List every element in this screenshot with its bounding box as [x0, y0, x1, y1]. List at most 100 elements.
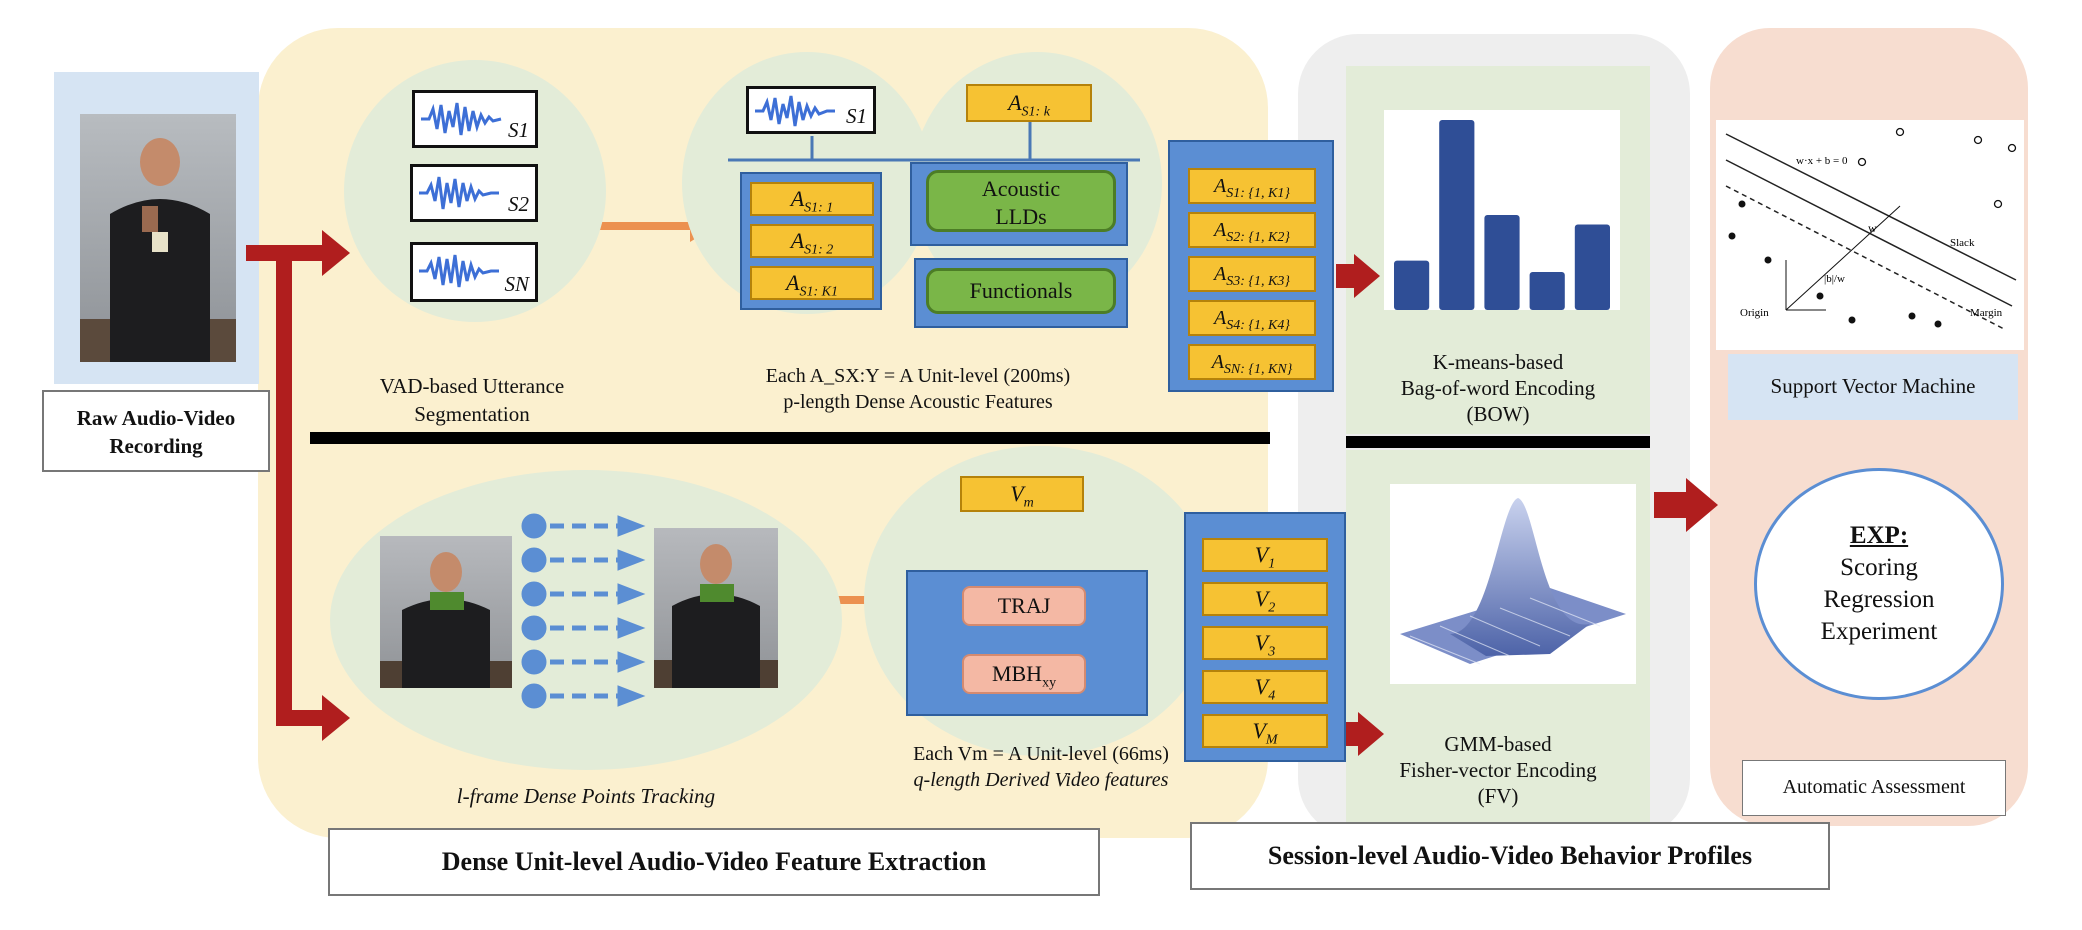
session-v-m-base: V	[1252, 718, 1266, 743]
bow-bar	[1394, 260, 1430, 310]
session-a-3-sub: S3: {1, K3}	[1226, 274, 1290, 289]
footer-right-label: Session-level Audio-Video Behavior Profi…	[1190, 822, 1830, 890]
bow-bars	[1394, 120, 1610, 310]
vm-label-sub: m	[1023, 495, 1034, 511]
bow-bar	[1439, 120, 1475, 310]
svm-plot: w·x + b = 0 w Slack Origin Margin |b|/w	[1716, 120, 2024, 350]
session-v-2-base: V	[1254, 586, 1269, 611]
video-desc-2: q-length Derived Video features	[913, 769, 1169, 791]
bow-histogram	[1384, 110, 1620, 310]
a-unit-k1: AS1: K1	[750, 266, 874, 300]
session-a-1-base: A	[1214, 175, 1227, 197]
svm-label-bg	[1728, 354, 2018, 420]
a-unit-2: AS1: 2	[750, 224, 874, 258]
unit-segment-s1: S1	[746, 86, 876, 134]
footer-left-label: Dense Unit-level Audio-Video Feature Ext…	[328, 828, 1100, 896]
raw-recording-label: Raw Audio-Video Recording	[42, 390, 270, 472]
vm-label: Vm	[960, 476, 1084, 512]
dense-point-tracks	[521, 513, 646, 709]
session-v-m-sub: M	[1265, 732, 1278, 748]
session-v-1-base: V	[1254, 542, 1269, 567]
session-v-m: VM	[1202, 714, 1328, 748]
svm-margin: Margin	[1970, 307, 2003, 319]
session-v-4: V4	[1202, 670, 1328, 704]
frame-end	[654, 528, 778, 688]
session-v-1: V1	[1202, 538, 1328, 572]
segment-s1: S1	[412, 90, 538, 148]
session-v-4-sub: 4	[1268, 688, 1276, 704]
session-v-2-sub: 2	[1268, 600, 1276, 616]
exp-title: EXP:	[1849, 522, 1909, 549]
session-v-2: V2	[1202, 582, 1328, 616]
bow-bar	[1529, 272, 1565, 310]
a-unit-2-base: A	[790, 228, 805, 253]
bow-caption-1: K-means-based	[1432, 350, 1564, 374]
ask-label: AS1: k	[966, 84, 1092, 122]
fv-caption-3: (FV)	[1477, 784, 1519, 808]
automatic-assessment-label: Automatic Assessment	[1742, 760, 2006, 816]
session-a-n: ASN: {1, KN}	[1188, 344, 1316, 380]
segment-s2-label: S2	[508, 192, 529, 216]
mbh-descriptor: MBHxy	[962, 654, 1086, 694]
session-v-4-base: V	[1254, 674, 1269, 699]
unit-segment-s1-label: S1	[846, 104, 867, 128]
svm-eq: w·x + b = 0	[1796, 155, 1848, 167]
svm-dist: |b|/w	[1824, 273, 1845, 285]
bow-bar	[1574, 224, 1610, 310]
speaker-photo	[80, 114, 236, 362]
vm-label-base: V	[1010, 481, 1024, 506]
svm-label: Support Vector Machine	[1770, 374, 1976, 398]
ask-label-base: A	[1008, 90, 1022, 115]
session-a-4-base: A	[1214, 307, 1227, 329]
bow-bar	[1484, 215, 1520, 310]
ask-label-sub: S1: k	[1021, 104, 1050, 120]
bow-caption-3: (BOW)	[1466, 402, 1530, 426]
session-v-1-sub: 1	[1268, 556, 1276, 572]
session-v-3-sub: 3	[1268, 644, 1276, 660]
session-a-3: AS3: {1, K3}	[1188, 256, 1316, 292]
segment-sn: SN	[410, 242, 538, 302]
segmentation-caption: VAD-based Utterance Segmentation	[372, 372, 572, 428]
svm-slack: Slack	[1950, 237, 1975, 249]
a-unit-k1-base: A	[786, 270, 800, 295]
session-a-4-sub: S4: {1, K4}	[1226, 318, 1290, 333]
exp-circle	[1754, 468, 2004, 700]
bow-caption-2: Bag-of-word Encoding	[1400, 376, 1596, 400]
exp-line-3: Experiment	[1820, 618, 1938, 645]
svm-w: w	[1868, 221, 1877, 235]
functionals: Functionals	[926, 268, 1116, 314]
session-a-1-sub: S1: {1, K1}	[1226, 186, 1290, 201]
svm-origin: Origin	[1740, 307, 1769, 319]
a-unit-k1-sub: S1: K1	[799, 284, 838, 300]
acoustic-desc-2: p-length Dense Acoustic Features	[783, 391, 1053, 413]
mbh-sub: xy	[1042, 675, 1057, 691]
session-a-n-base: A	[1211, 351, 1224, 373]
session-v-3: V3	[1202, 626, 1328, 660]
functionals-text: Functionals	[969, 278, 1073, 303]
session-a-2-base: A	[1214, 219, 1227, 241]
session-a-2: AS2: {1, K2}	[1188, 212, 1316, 248]
a-unit-1-sub: S1: 1	[804, 200, 834, 216]
traj-descriptor: TRAJ	[962, 586, 1086, 626]
exp-line-1: Scoring	[1840, 554, 1918, 581]
session-v-3-base: V	[1254, 630, 1269, 655]
session-a-1: AS1: {1, K1}	[1188, 168, 1316, 204]
acoustic-desc-1: Each A_SX:Y = A Unit-level (200ms)	[765, 365, 1071, 387]
raw-recording-text: Raw Audio-Video Recording	[76, 406, 236, 458]
session-a-n-sub: SN: {1, KN}	[1223, 362, 1293, 377]
a-unit-1-base: A	[790, 186, 805, 211]
acoustic-llds-text: Acoustic LLDs	[981, 176, 1061, 229]
footer-left-text: Dense Unit-level Audio-Video Feature Ext…	[441, 847, 987, 876]
fv-surface	[1390, 484, 1636, 684]
fv-caption-2: Fisher-vector Encoding	[1399, 758, 1597, 782]
a-unit-2-sub: S1: 2	[804, 242, 834, 258]
video-desc-1: Each Vm = A Unit-level (66ms)	[913, 743, 1169, 765]
session-a-4: AS4: {1, K4}	[1188, 300, 1316, 336]
exp-line-2: Regression	[1823, 586, 1935, 613]
fv-caption-1: GMM-based	[1444, 732, 1552, 756]
mbh-text: MBH	[991, 661, 1043, 686]
acoustic-llds: Acoustic LLDs	[926, 170, 1116, 232]
segment-s2: S2	[410, 164, 538, 222]
footer-right-text: Session-level Audio-Video Behavior Profi…	[1267, 841, 1753, 870]
traj-text: TRAJ	[997, 593, 1051, 618]
